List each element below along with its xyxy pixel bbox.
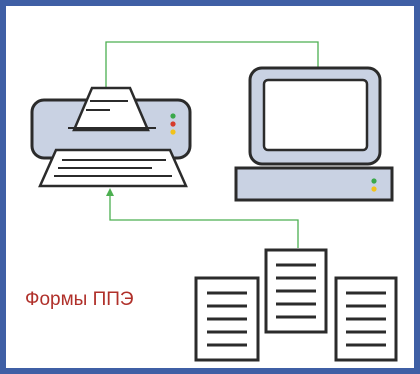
document-icon: [264, 248, 328, 334]
printer-led-red: [170, 121, 176, 127]
document-icon: [194, 276, 260, 362]
connector-printer-computer: [105, 41, 319, 88]
printer-icon: [30, 86, 192, 188]
document-icon: [334, 276, 398, 362]
printer-led-green: [170, 113, 176, 119]
forms-label: Формы ППЭ: [25, 289, 134, 310]
computer-led-yellow: [371, 186, 377, 192]
printer-led-yellow: [170, 129, 176, 135]
computer-icon: [234, 66, 394, 202]
computer-led-green: [371, 178, 377, 184]
connector-forms-printer: [106, 188, 299, 248]
